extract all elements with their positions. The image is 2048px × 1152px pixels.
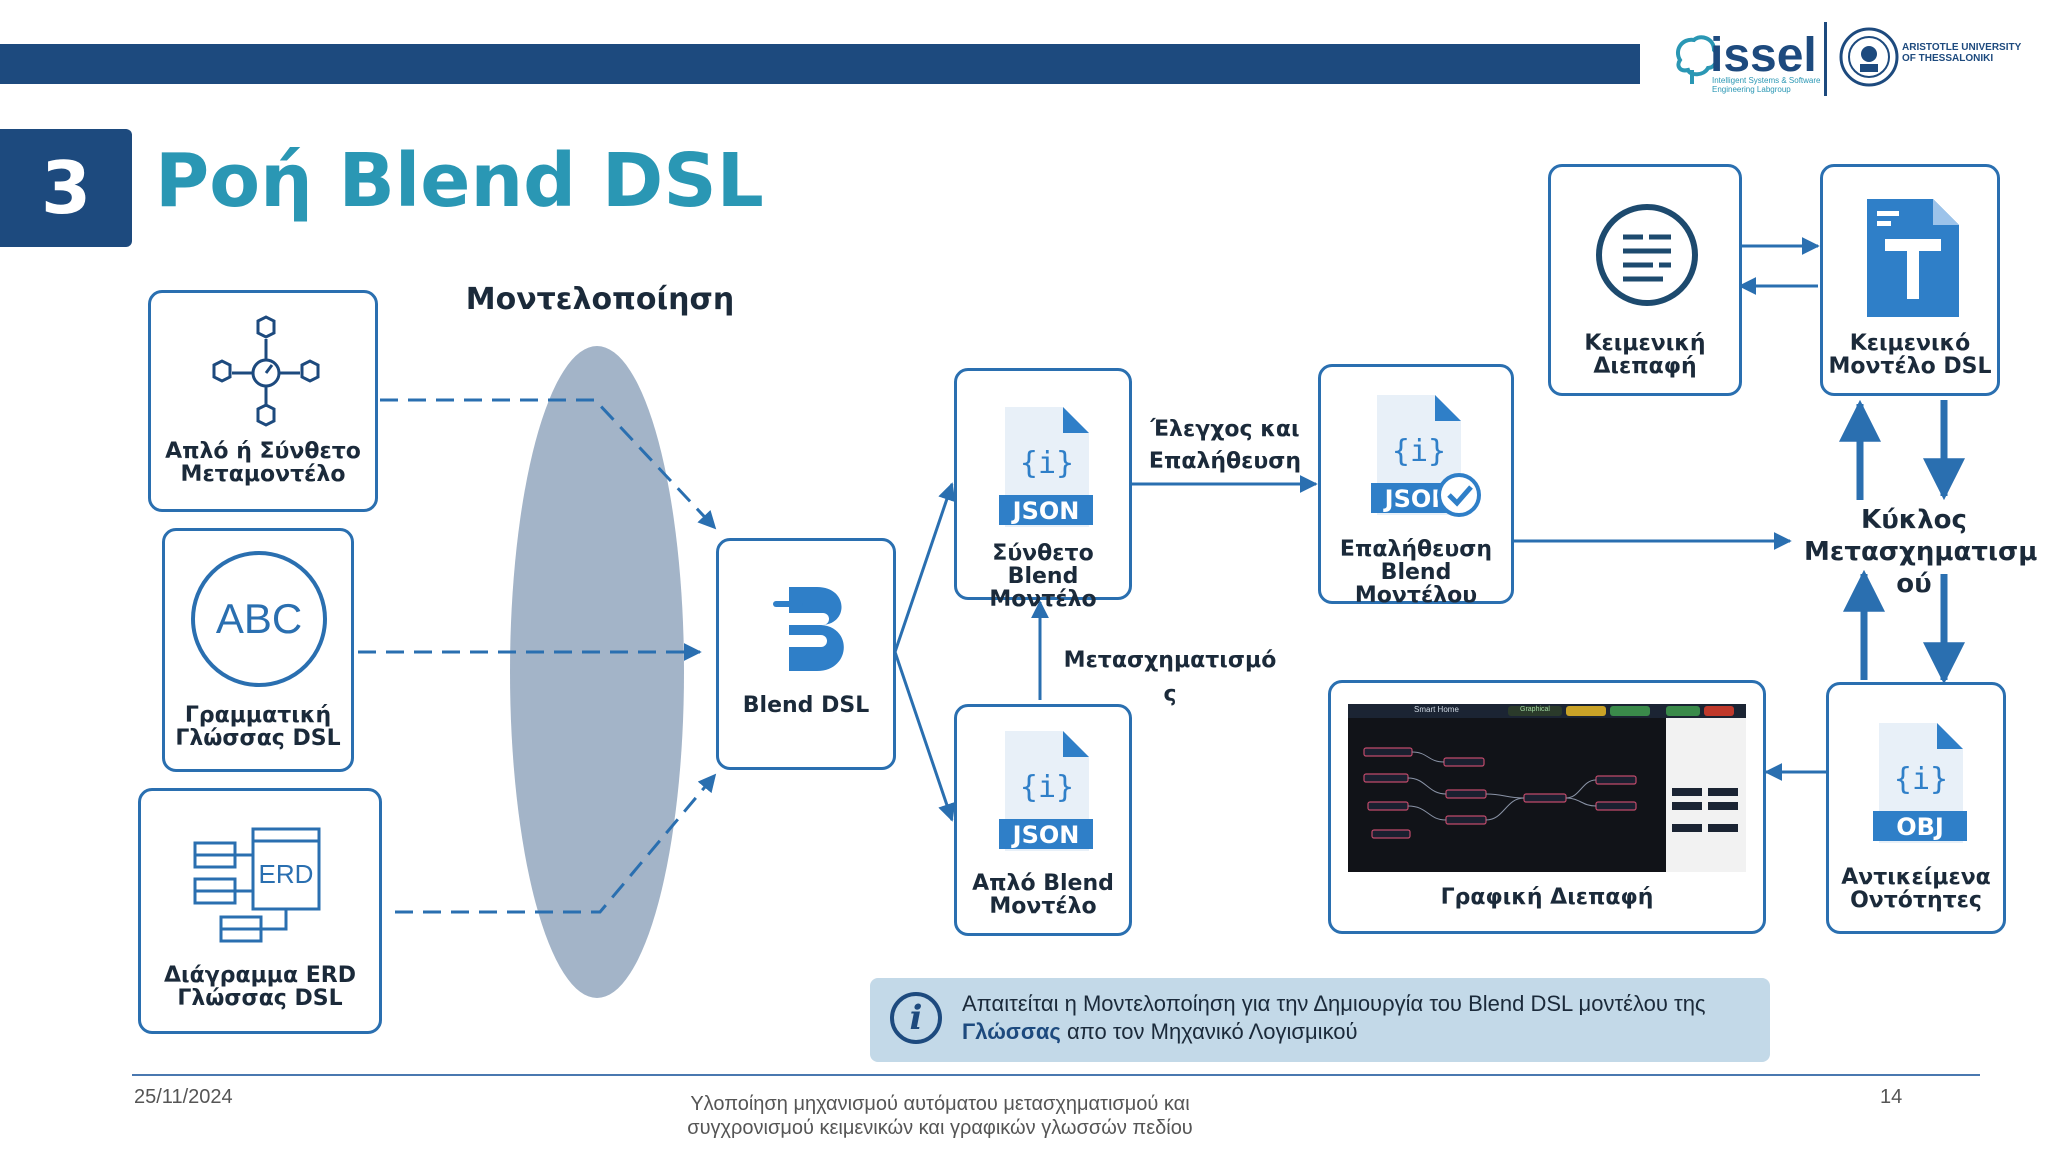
erd-label: Διάγραμμα ERD Γλώσσας DSL bbox=[164, 963, 356, 1011]
erd-icon-text: ERD bbox=[259, 859, 314, 889]
objects-box: {i} OBJ bbox=[1826, 682, 2006, 934]
issel-logo-subtitle: Intelligent Systems & Software Engineeri… bbox=[1712, 76, 1821, 94]
obj-file-icon: {i} OBJ bbox=[1873, 723, 1967, 843]
json-file-icon: {i} JSON bbox=[999, 731, 1093, 851]
obj-icon-text: OBJ bbox=[1896, 813, 1944, 841]
metamodel-network-icon bbox=[212, 315, 320, 427]
metamodel-label: Απλό ή Σύνθετο Μεταμοντέλο bbox=[165, 439, 361, 487]
info-callout: i Απαιτείται η Μοντελοποίηση για την Δημ… bbox=[870, 978, 1770, 1062]
footer-title-line1: Υλοποίηση μηχανισμού αυτόματου μετασχημα… bbox=[690, 1093, 1190, 1115]
objects-label: Αντικείμενα Οντότητες bbox=[1841, 865, 1991, 913]
textual-ui-label: Κειμενική Διεπαφή bbox=[1584, 331, 1706, 379]
check-validation-label: Έλεγχος και Επαλήθευση bbox=[1148, 417, 1302, 474]
abc-grammar-icon: ABC bbox=[191, 551, 327, 687]
arrow-blend-to-simple bbox=[893, 651, 956, 822]
validated-model-box: {i} JSON bbox=[1318, 364, 1514, 604]
erd-diagram-icon: ERD bbox=[193, 827, 321, 943]
university-seal-icon bbox=[1839, 27, 1899, 87]
header-bar bbox=[0, 44, 1640, 84]
erd-box: ERD bbox=[138, 788, 382, 1034]
footer-divider bbox=[132, 1074, 1980, 1076]
text-editor-icon bbox=[1596, 204, 1698, 306]
text-document-icon bbox=[1867, 199, 1959, 317]
graphical-ui-label: Γραφική Διεπαφή bbox=[1440, 885, 1654, 910]
dashed-arrow-metamodel bbox=[380, 398, 717, 530]
blend-logo-icon bbox=[763, 587, 844, 671]
university-name: ARISTOTLE UNIVERSITY OF THESSALONIKI bbox=[1902, 42, 2022, 64]
transformation-cycle-label: Κύκλος Μετασχηματισμ ού bbox=[1804, 505, 2038, 599]
screenshot-tab-green bbox=[1610, 706, 1650, 716]
grammar-box: ABC bbox=[162, 528, 354, 772]
blend-dsl-box bbox=[716, 538, 896, 770]
dashed-arrow-erd bbox=[395, 773, 717, 914]
info-icon: i bbox=[890, 992, 942, 1044]
footer-date: 25/11/2024 bbox=[134, 1086, 233, 1108]
json-icon-text: JSON bbox=[1011, 497, 1080, 525]
textual-model-label: Κειμενικό Μοντέλο DSL bbox=[1828, 331, 1992, 379]
screenshot-tab-yellow bbox=[1566, 706, 1606, 716]
metamodel-box bbox=[148, 290, 378, 512]
composite-model-label: Σύνθετο Blend Μοντέλο bbox=[989, 541, 1097, 612]
simple-model-box: {i} JSON bbox=[954, 704, 1132, 936]
screenshot-node-graph bbox=[1363, 747, 1637, 839]
svg-text:{i}: {i} bbox=[1020, 446, 1074, 481]
screenshot-side-panel bbox=[1666, 718, 1746, 872]
transformation-label: Μετασχηματισμό ς bbox=[1063, 648, 1277, 707]
simple-model-label: Απλό Blend Μοντέλο bbox=[972, 871, 1114, 919]
footer-page-number: 14 bbox=[1880, 1086, 1903, 1108]
json-file-icon: {i} JSON bbox=[999, 407, 1093, 527]
footer-title: Υλοποίηση μηχανισμού αυτόματου μετασχημα… bbox=[660, 1092, 1220, 1140]
screenshot-btn-red bbox=[1704, 706, 1734, 716]
graphical-editor-screenshot: Smart Home Graphical bbox=[1348, 704, 1746, 872]
blend-dsl-label: Blend DSL bbox=[742, 693, 870, 718]
modelling-lens bbox=[510, 346, 684, 998]
info-highlight: Γλώσσας bbox=[962, 1019, 1061, 1044]
info-text-end: απο τον Μηχανικό Λογισμικού bbox=[1060, 1019, 1358, 1044]
grammar-label: Γραμματική Γλώσσας DSL bbox=[175, 703, 341, 751]
svg-text:{i}: {i} bbox=[1392, 434, 1446, 469]
slide-title: Ροή Blend DSL bbox=[155, 138, 764, 224]
slide-number: 3 bbox=[0, 129, 132, 247]
svg-text:{i}: {i} bbox=[1020, 770, 1074, 805]
issel-brain-icon bbox=[1675, 35, 1719, 84]
svg-text:{i}: {i} bbox=[1894, 762, 1948, 797]
json-icon-text: JSON bbox=[1011, 821, 1080, 849]
footer-title-line2: συγχρονισμού κειμενικών και γραφικών γλω… bbox=[687, 1117, 1193, 1139]
textual-ui-box bbox=[1548, 164, 1742, 396]
issel-logo-text: issel bbox=[1710, 29, 1817, 82]
screenshot-btn-green bbox=[1666, 706, 1700, 716]
screenshot-tab-graphical: Graphical bbox=[1508, 706, 1562, 716]
logo-divider bbox=[1824, 22, 1827, 96]
textual-model-box bbox=[1820, 164, 2000, 396]
info-text-main: Απαιτείται η Μοντελοποίηση για την Δημιο… bbox=[962, 991, 1706, 1016]
modelling-label: Μοντελοποίηση bbox=[465, 282, 735, 317]
validated-model-label: Επαλήθευση Blend Μοντέλου bbox=[1339, 537, 1493, 608]
json-validated-icon: {i} JSON bbox=[1371, 395, 1481, 517]
composite-model-box: {i} JSON bbox=[954, 368, 1132, 600]
arrow-blend-to-composite bbox=[893, 482, 956, 653]
info-text: Απαιτείται η Μοντελοποίηση για την Δημιο… bbox=[962, 990, 1762, 1046]
screenshot-title: Smart Home bbox=[1414, 705, 1459, 714]
